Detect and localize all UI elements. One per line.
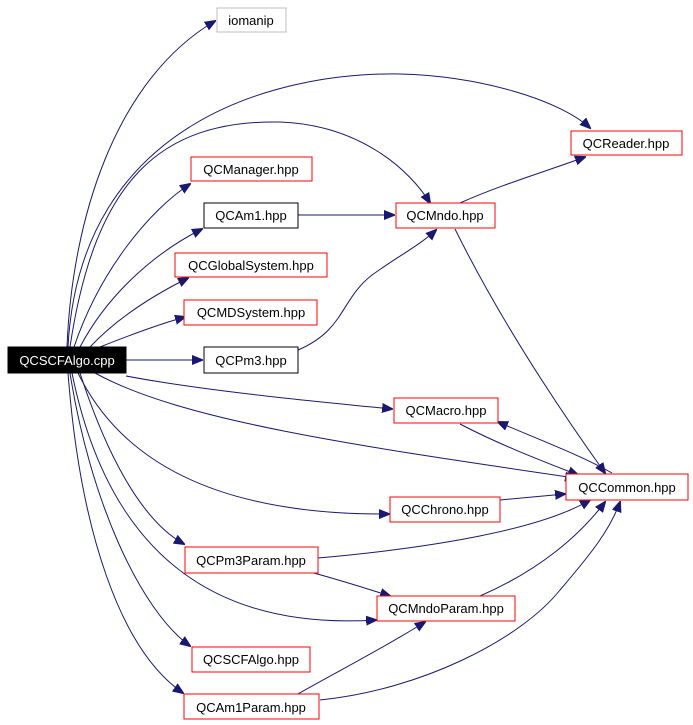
node-qcchrono[interactable]: QCChrono.hpp bbox=[389, 496, 501, 523]
edge-root-qcmndo-arc bbox=[69, 121, 430, 348]
edge-qccommon-qcmacro bbox=[498, 422, 613, 474]
edge-root-qcmacro bbox=[125, 375, 392, 409]
node-qcmacro-label: QCMacro.hpp bbox=[406, 403, 487, 418]
edge-root-qcpm3param bbox=[79, 372, 184, 544]
edge-qcam1param-qccommon bbox=[319, 502, 620, 701]
edge-qcpm3param-qcmndoparam bbox=[309, 571, 390, 596]
node-qcpm3[interactable]: QCPm3.hpp bbox=[203, 346, 299, 374]
edge-qcmacro-qccommon bbox=[459, 423, 578, 475]
node-qcmndo-label: QCMndo.hpp bbox=[406, 208, 483, 223]
node-root[interactable]: QCSCFAlgo.cpp bbox=[7, 346, 127, 374]
node-qcmanager[interactable]: QCManager.hpp bbox=[190, 156, 313, 182]
node-iomanip-label: iomanip bbox=[228, 13, 274, 28]
node-qcpm3-label: QCPm3.hpp bbox=[215, 353, 287, 368]
edge-qcpm3-qcmndo bbox=[297, 230, 436, 351]
node-qcglobal-label: QCGlobalSystem.hpp bbox=[188, 258, 314, 273]
node-qcchrono-label: QCChrono.hpp bbox=[401, 502, 488, 517]
edge-root-qcmndoparam bbox=[71, 372, 376, 621]
node-qcreader-label: QCReader.hpp bbox=[583, 136, 670, 151]
edge-root-qccommon bbox=[94, 372, 575, 478]
edge-root-qcmanager bbox=[73, 184, 190, 348]
node-qcmacro[interactable]: QCMacro.hpp bbox=[393, 397, 499, 424]
node-qcmanager-label: QCManager.hpp bbox=[203, 162, 298, 177]
node-qcam1[interactable]: QCAm1.hpp bbox=[203, 202, 299, 229]
edge-qcam1param-qcmndoparam bbox=[295, 622, 425, 696]
node-qcam1param-label: QCAm1Param.hpp bbox=[196, 700, 306, 715]
node-qcam1param[interactable]: QCAm1Param.hpp bbox=[183, 693, 320, 720]
node-qcpm3param-label: QCPm3Param.hpp bbox=[196, 553, 306, 568]
edge-qcmndoparam-qccommon bbox=[479, 502, 605, 597]
edge-root-qcam1param bbox=[67, 372, 183, 693]
node-qcpm3param[interactable]: QCPm3Param.hpp bbox=[184, 546, 319, 574]
node-qcmndoparam-label: QCMndoParam.hpp bbox=[388, 601, 504, 616]
edge-qcpm3param-qccommon bbox=[317, 500, 590, 559]
node-iomanip[interactable]: iomanip bbox=[216, 7, 287, 33]
edge-qcmndo-qcreader bbox=[459, 157, 585, 204]
edge-qcmndo-qccommon bbox=[454, 228, 605, 473]
edge-root-qcglobal bbox=[89, 278, 188, 348]
node-qccommon-label: QCCommon.hpp bbox=[578, 480, 676, 495]
edge-root-qcam1 bbox=[79, 229, 202, 348]
node-root-label: QCSCFAlgo.cpp bbox=[19, 353, 114, 368]
edge-root-qcscfalgo bbox=[69, 372, 190, 646]
edge-qcchrono-qccommon bbox=[499, 494, 565, 501]
node-qcglobal[interactable]: QCGlobalSystem.hpp bbox=[174, 252, 328, 278]
node-qcscfalgo-label: QCSCFAlgo.hpp bbox=[203, 652, 299, 667]
edge-root-qcmdsystem bbox=[99, 317, 185, 348]
node-qcam1-label: QCAm1.hpp bbox=[215, 208, 287, 223]
node-qcmndo[interactable]: QCMndo.hpp bbox=[395, 202, 496, 229]
node-qcmdsystem[interactable]: QCMDSystem.hpp bbox=[183, 299, 318, 326]
edge-root-qcreader bbox=[67, 73, 590, 348]
node-qcreader[interactable]: QCReader.hpp bbox=[570, 130, 683, 156]
edge-root-iomanip bbox=[66, 21, 215, 348]
node-qcmndoparam[interactable]: QCMndoParam.hpp bbox=[376, 595, 516, 622]
edge-root-qcchrono bbox=[77, 372, 389, 514]
node-qccommon[interactable]: QCCommon.hpp bbox=[565, 473, 689, 501]
node-qcmdsystem-label: QCMDSystem.hpp bbox=[197, 305, 305, 320]
node-qcscfalgo[interactable]: QCSCFAlgo.hpp bbox=[191, 646, 311, 673]
